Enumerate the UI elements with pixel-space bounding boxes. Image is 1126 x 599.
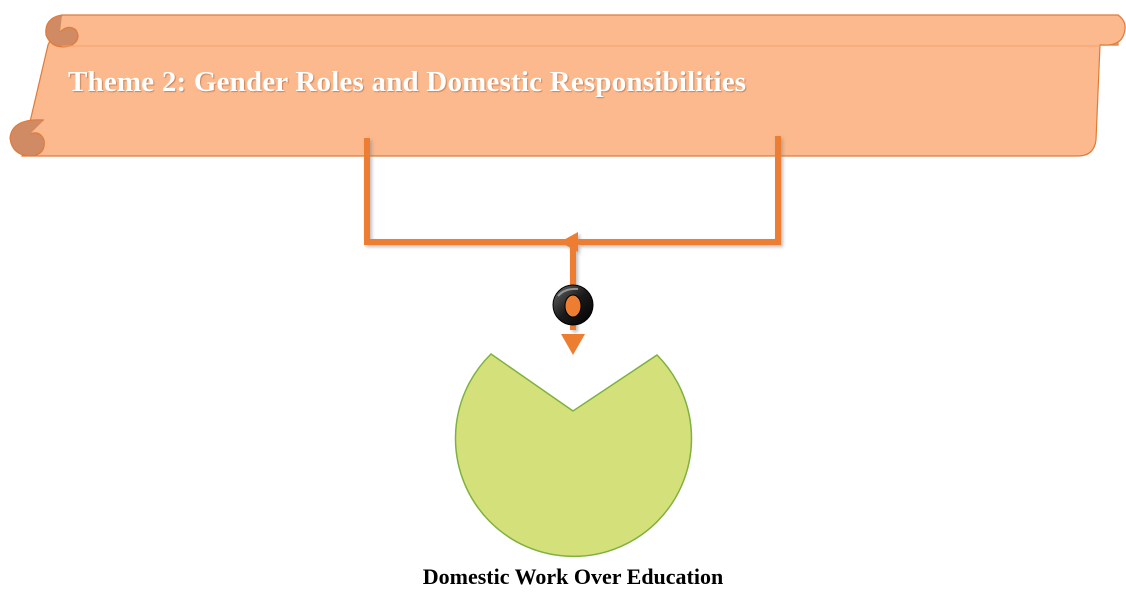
ring-junction-icon (552, 284, 594, 326)
connector-left-branch (364, 138, 572, 245)
connector-right-branch (572, 136, 781, 245)
banner-title: Theme 2: Gender Roles and Domestic Respo… (68, 66, 747, 98)
scroll-banner (9, 14, 1126, 157)
scroll-curl-bottom-left (9, 119, 45, 157)
connector-bracket (364, 136, 781, 330)
domestic-work-node-shape (454, 353, 693, 558)
arrowhead-down-icon (561, 334, 585, 355)
scroll-curl-top-right (1100, 14, 1126, 46)
node-label: Domestic Work Over Education (422, 564, 724, 589)
